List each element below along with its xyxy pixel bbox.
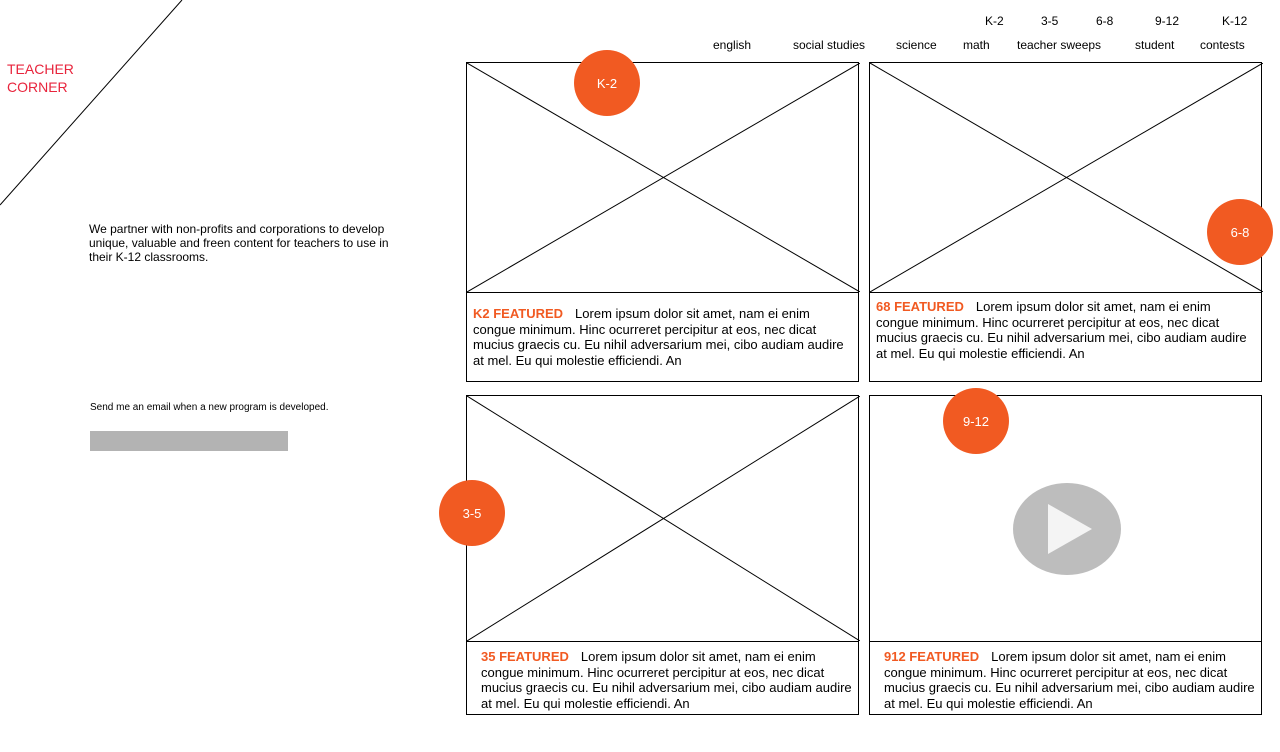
featured-label[interactable]: 912 FEATURED (884, 649, 980, 664)
nav-contests[interactable]: contests (1200, 38, 1245, 52)
grade-badge-6-8[interactable]: 6-8 (1207, 199, 1273, 265)
intro-text: We partner with non-profits and corporat… (89, 222, 389, 264)
brand-slash-divider (0, 0, 183, 206)
brand-logo[interactable]: TEACHER CORNER (7, 60, 74, 96)
nav-grade-6-8[interactable]: 6-8 (1096, 14, 1114, 28)
play-icon[interactable] (1012, 482, 1122, 576)
featured-label[interactable]: 68 FEATURED (876, 299, 964, 314)
card-description: Lorem ipsum dolor sit amet, nam ei enim … (473, 306, 844, 368)
image-placeholder-icon (870, 63, 1263, 292)
nav-subject-social-studies[interactable]: social studies (793, 38, 866, 52)
card-description: Lorem ipsum dolor sit amet, nam ei enim … (884, 649, 1255, 711)
featured-label[interactable]: K2 FEATURED (473, 306, 564, 321)
image-placeholder-icon (467, 63, 860, 292)
grade-badge-3-5[interactable]: 3-5 (439, 480, 505, 546)
nav-grade-3-5[interactable]: 3-5 (1041, 14, 1059, 28)
image-placeholder-icon (467, 396, 860, 641)
nav-grade-k12[interactable]: K-12 (1222, 14, 1248, 28)
card-description: Lorem ipsum dolor sit amet, nam ei enim … (481, 649, 852, 711)
nav-grade-9-12[interactable]: 9-12 (1155, 14, 1180, 28)
nav-subject-english[interactable]: english (713, 38, 752, 52)
brand-line-1: TEACHER (7, 61, 74, 77)
nav-subject-math[interactable]: math (963, 38, 990, 52)
nav-grade-k2[interactable]: K-2 (985, 14, 1004, 28)
email-signup-label: Send me an email when a new program is d… (90, 402, 329, 413)
nav-subject-science[interactable]: science (896, 38, 937, 52)
grade-badge-9-12[interactable]: 9-12 (943, 388, 1009, 454)
email-input[interactable] (90, 431, 288, 451)
nav-student[interactable]: student (1135, 38, 1175, 52)
brand-line-2: CORNER (7, 79, 68, 95)
grade-badge-k2[interactable]: K-2 (574, 50, 640, 116)
card-description: Lorem ipsum dolor sit amet, nam ei enim … (876, 299, 1247, 361)
featured-label[interactable]: 35 FEATURED (481, 649, 569, 664)
nav-teacher-sweeps[interactable]: teacher sweeps (1017, 38, 1102, 52)
